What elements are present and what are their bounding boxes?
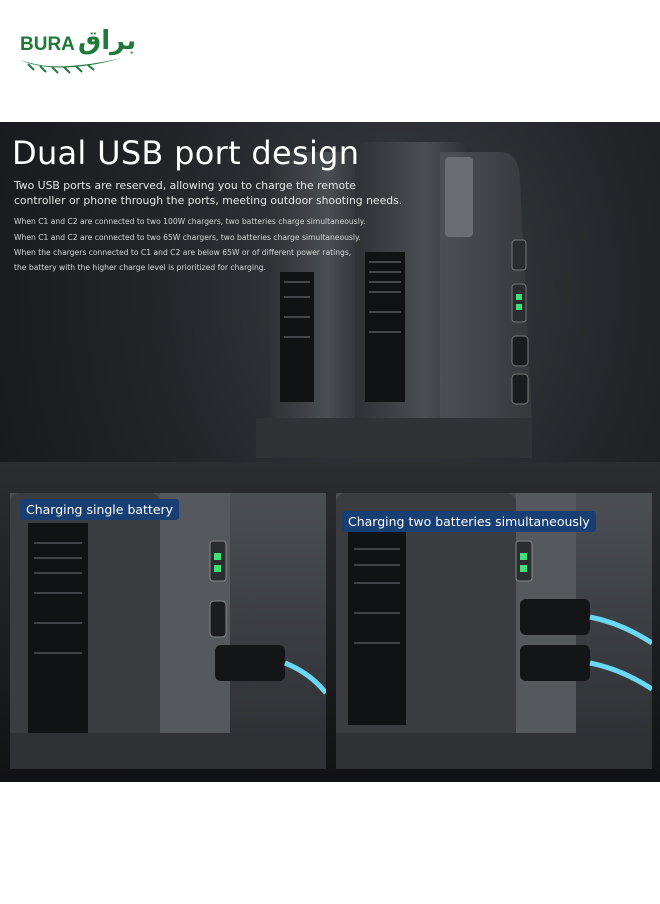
- brand-logo-latin: BURA: [20, 34, 75, 55]
- brand-logo: BURA براق: [18, 20, 136, 76]
- hero-description-line-1: Two USB ports are reserved, allowing you…: [14, 179, 356, 192]
- product-hero: Dual USB port design Two USB ports are r…: [0, 122, 660, 782]
- hero-title: Dual USB port design: [12, 134, 360, 172]
- dual-battery-panel: Charging two batteries simultaneously: [336, 493, 652, 769]
- brand-logo-arabic: براق: [78, 26, 137, 56]
- dual-battery-illustration: [336, 493, 652, 769]
- dual-battery-label: Charging two batteries simultaneously: [342, 511, 596, 532]
- hero-note-2: When C1 and C2 are connected to two 65W …: [14, 233, 361, 242]
- hero-note-3: When the chargers connected to C1 and C2…: [14, 248, 352, 257]
- single-battery-illustration: [10, 493, 326, 769]
- palm-leaf-icon: [20, 58, 122, 74]
- single-battery-panel: Charging single battery: [10, 493, 326, 769]
- hero-note-4: the battery with the higher charge level…: [14, 263, 267, 272]
- single-battery-label: Charging single battery: [20, 499, 180, 520]
- hero-note-1: When C1 and C2 are connected to two 100W…: [14, 217, 366, 226]
- hero-description-line-2: controller or phone through the ports, m…: [14, 194, 403, 207]
